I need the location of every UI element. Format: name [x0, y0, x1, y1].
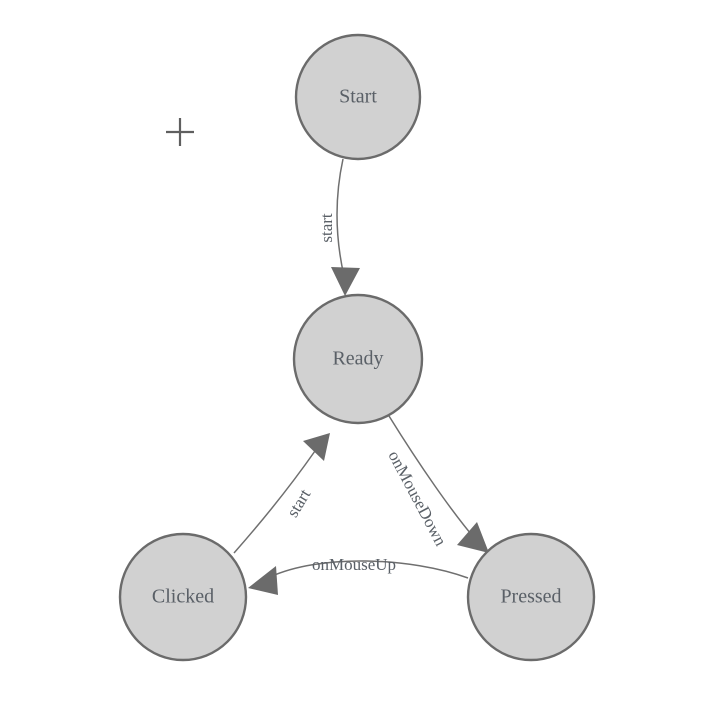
edge-label-pressed-to-clicked: onMouseUp [312, 555, 396, 574]
edge-pressed-to-clicked-path [269, 560, 469, 579]
node-clicked[interactable]: Clicked [118, 532, 248, 662]
node-clicked-circle [118, 532, 248, 662]
node-pressed-circle [466, 532, 596, 662]
node-start-label: Start [339, 86, 377, 108]
edge-clicked-to-ready-path [233, 450, 316, 554]
edge-label-clicked-to-ready: start [283, 486, 315, 521]
node-ready-circle [292, 293, 424, 425]
edge-pressed-to-clicked-arrowhead [248, 566, 278, 595]
node-ready-label: Ready [332, 348, 383, 370]
node-clicked-label: Clicked [152, 586, 214, 608]
node-ready[interactable]: Ready [292, 293, 424, 425]
edge-ready-to-pressed-arrowhead [457, 522, 489, 553]
node-start-circle [294, 33, 422, 161]
edge-ready-to-pressed[interactable] [388, 415, 489, 553]
edge-start-to-ready[interactable] [331, 158, 360, 296]
node-pressed-label: Pressed [500, 586, 561, 608]
edge-pressed-to-clicked[interactable] [248, 560, 469, 595]
edge-clicked-to-ready-arrowhead [303, 433, 330, 461]
node-start[interactable]: Start [294, 33, 422, 161]
edge-label-ready-to-pressed: onMouseDown [384, 448, 450, 550]
edge-start-to-ready-arrowhead [331, 267, 360, 296]
edge-clicked-to-ready[interactable] [233, 433, 330, 554]
node-pressed[interactable]: Pressed [466, 532, 596, 662]
plus-marker-icon [166, 118, 194, 146]
edge-ready-to-pressed-path [388, 415, 477, 541]
edge-start-to-ready-path [336, 158, 345, 277]
edge-label-start-to-ready: start [317, 213, 336, 243]
